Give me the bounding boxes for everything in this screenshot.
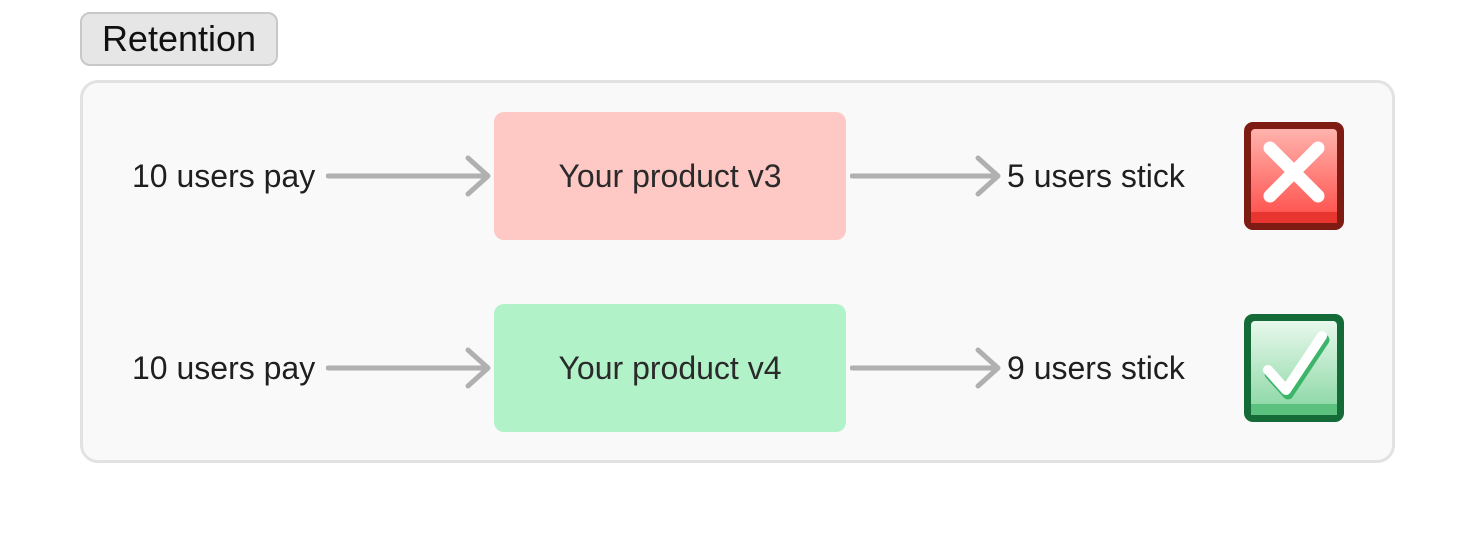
product-box: Your product v3	[494, 112, 846, 240]
retention-row-v3: 10 users pay Your product v3 5 users sti…	[0, 112, 1476, 240]
diagram-title: Retention	[101, 18, 257, 59]
arrow-right-icon	[850, 347, 1001, 389]
arrow-right-icon	[326, 155, 491, 197]
cross-mark-icon	[1244, 122, 1344, 230]
product-label: Your product v4	[558, 349, 782, 386]
retention-row-v4: 10 users pay Your product v4 9 users sti…	[0, 304, 1476, 432]
output-label: 9 users stick	[1007, 349, 1185, 386]
input-label: 10 users pay	[132, 157, 316, 194]
retention-tag: Retention	[80, 12, 278, 66]
output-label: 5 users stick	[1007, 157, 1185, 194]
arrow-right-icon	[326, 347, 491, 389]
product-box: Your product v4	[494, 304, 846, 432]
input-label: 10 users pay	[132, 349, 316, 386]
product-label: Your product v3	[558, 157, 782, 194]
arrow-right-icon	[850, 155, 1001, 197]
check-mark-icon	[1244, 314, 1344, 422]
